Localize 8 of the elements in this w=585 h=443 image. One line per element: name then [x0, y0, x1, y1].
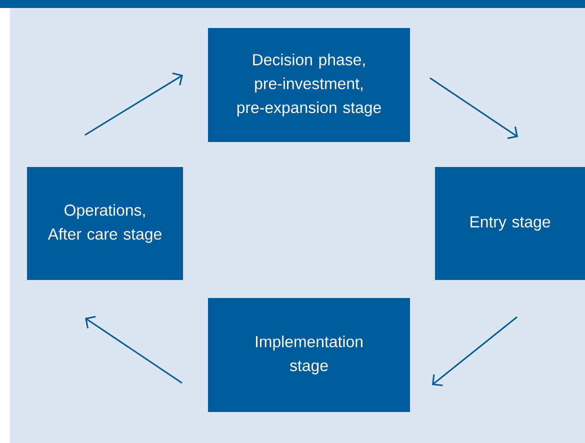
arrow: [430, 77, 518, 140]
stage-box: Entry stage: [435, 166, 585, 280]
stage-box: Operations, After care stage: [27, 166, 183, 280]
arrow: [84, 72, 183, 136]
arrow: [432, 316, 518, 386]
stage-box: Decision phase, pre-investment, pre-expansion stage: [208, 28, 410, 142]
arrow: [85, 316, 182, 384]
stage-box: Implementation stage: [208, 298, 410, 412]
